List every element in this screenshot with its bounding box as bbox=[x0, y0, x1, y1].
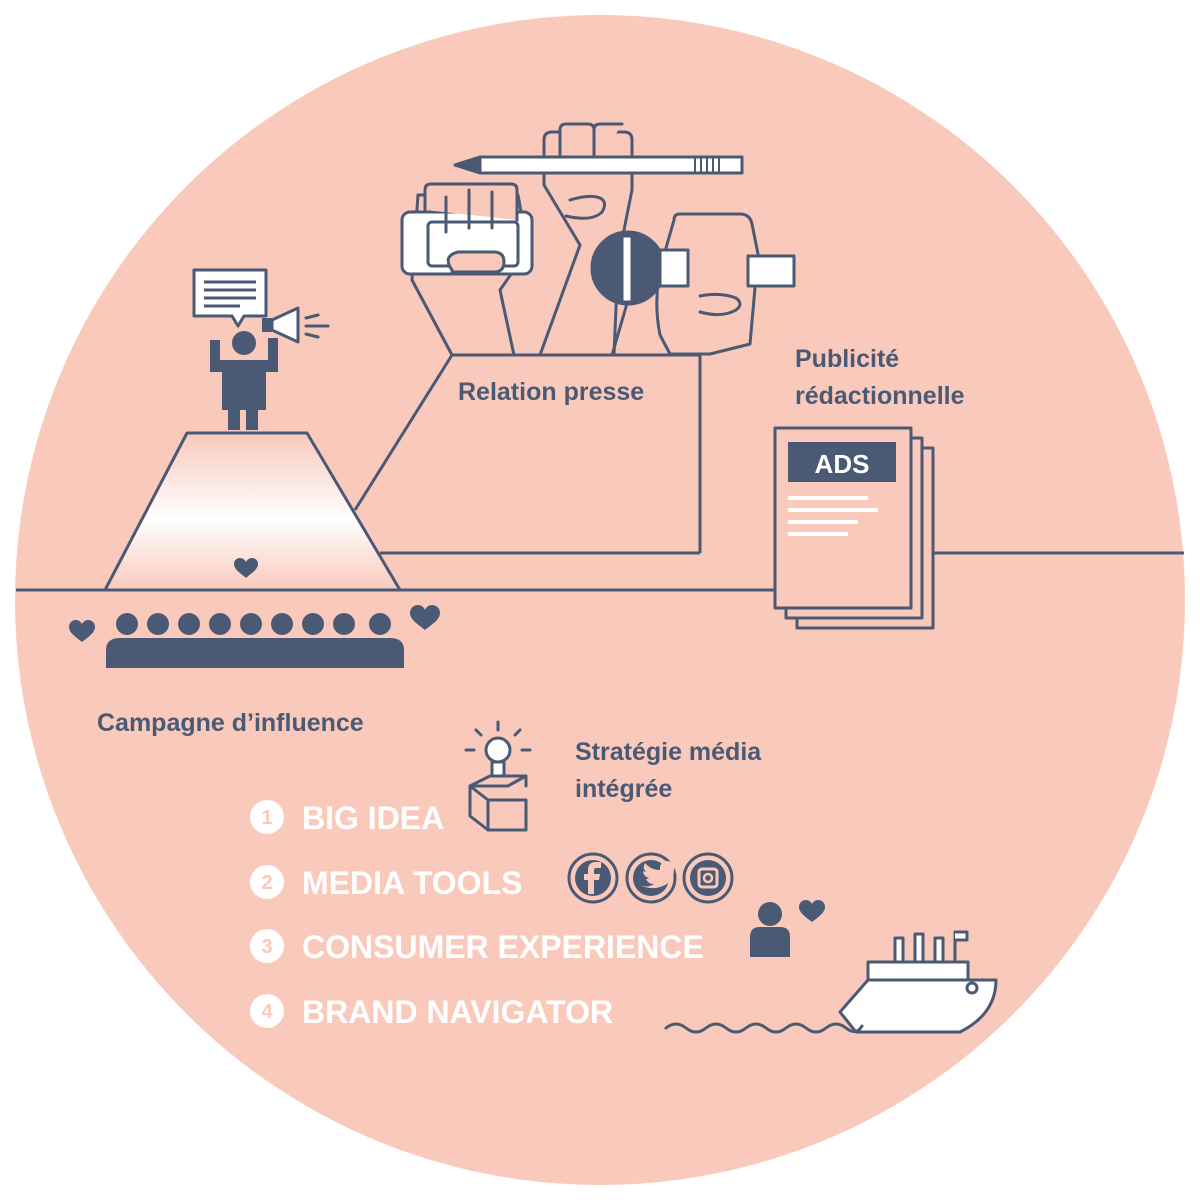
pencil-fist-icon bbox=[453, 122, 744, 357]
influence-mountain bbox=[103, 431, 402, 592]
instagram-icon bbox=[682, 852, 734, 904]
heart-icon bbox=[69, 620, 95, 642]
step-4: 4 BRAND NAVIGATOR bbox=[250, 994, 613, 1030]
step-2-label: MEDIA TOOLS bbox=[302, 865, 522, 901]
step-1-number: 1 bbox=[261, 807, 272, 829]
speaker-person-icon bbox=[210, 331, 278, 430]
step-list: 1 BIG IDEA 2 MEDIA TOOLS 3 CONSUMER EXPE… bbox=[250, 800, 704, 1030]
megaphone-icon bbox=[262, 306, 330, 344]
ads-label: ADS bbox=[815, 449, 870, 479]
waves bbox=[664, 1022, 864, 1034]
publicity-label-line2: rédactionnelle bbox=[795, 382, 965, 410]
heart-icon bbox=[234, 558, 258, 578]
step-1: 1 BIG IDEA bbox=[250, 800, 444, 836]
heart-icon bbox=[410, 605, 440, 630]
heart-icon bbox=[799, 900, 825, 922]
step-3-label: CONSUMER EXPERIENCE bbox=[302, 929, 704, 965]
facebook-icon bbox=[567, 852, 619, 904]
step-4-number: 4 bbox=[261, 1001, 273, 1023]
influence-label: Campagne d’influence bbox=[97, 709, 364, 737]
crowd-icon bbox=[106, 613, 404, 668]
strategy-label-line1: Stratégie média bbox=[575, 738, 762, 766]
microphone-fist-icon bbox=[590, 212, 796, 357]
step-3-number: 3 bbox=[261, 936, 272, 958]
ads-document-icon bbox=[773, 426, 935, 630]
step-3: 3 CONSUMER EXPERIENCE bbox=[250, 929, 704, 965]
publicity-label-line1: Publicité bbox=[795, 345, 899, 373]
step-1-label: BIG IDEA bbox=[302, 800, 444, 836]
phone-fist-icon bbox=[400, 182, 534, 357]
lightbulb-box-icon bbox=[464, 720, 532, 832]
speech-bubble-icon bbox=[192, 268, 268, 328]
ship-icon bbox=[838, 930, 998, 1034]
step-2-number: 2 bbox=[261, 872, 272, 894]
twitter-icon bbox=[625, 852, 678, 904]
press-label: Relation presse bbox=[458, 378, 644, 406]
background-circle bbox=[15, 15, 1185, 1185]
step-4-label: BRAND NAVIGATOR bbox=[302, 994, 613, 1030]
consumer-person-icon bbox=[750, 902, 790, 957]
step-2: 2 MEDIA TOOLS bbox=[250, 865, 522, 901]
ground-lines bbox=[16, 551, 1184, 592]
strategy-label-line2: intégrée bbox=[575, 775, 672, 803]
